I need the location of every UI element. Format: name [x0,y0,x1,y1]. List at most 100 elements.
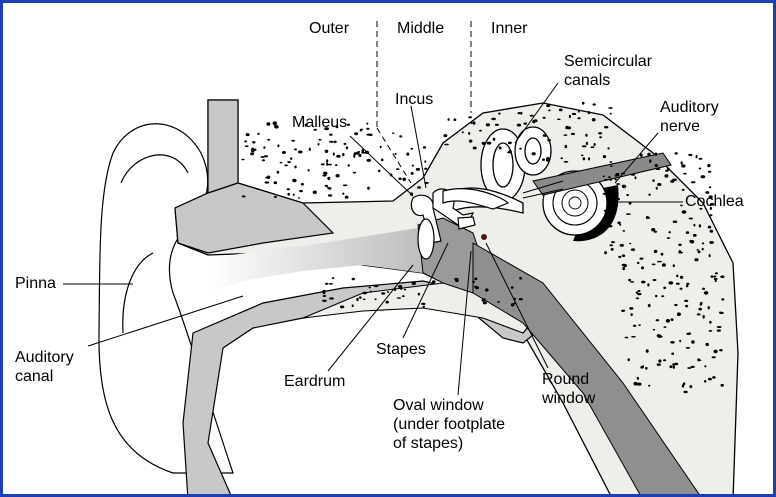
bone-speckle [267,138,271,141]
bone-speckle [645,366,648,370]
bone-speckle [686,284,689,288]
bone-speckle [415,167,420,171]
bone-speckle [389,173,393,177]
bone-speckle [481,141,486,145]
bone-speckle [602,155,607,159]
round-window-dot [481,234,487,240]
bone-speckle [393,287,397,292]
label-round-window: Round window [542,370,595,408]
bone-speckle [713,275,717,278]
bone-speckle [683,390,688,394]
bone-speckle [395,168,400,171]
bone-speckle [670,318,674,321]
bone-speckle [345,146,349,150]
bone-speckle [658,359,662,363]
bone-speckle [327,194,333,197]
bone-speckle [411,164,414,167]
label-malleus: Malleus [292,114,348,131]
bone-speckle [655,319,660,322]
bone-speckle [615,173,620,177]
bone-speckle [284,164,288,167]
bone-speckle [626,213,631,215]
bone-speckle [424,160,427,163]
bone-speckle [705,342,709,347]
bone-speckle [709,214,713,217]
bone-speckle [250,152,255,156]
bone-speckle [614,178,617,181]
bone-speckle [453,118,457,121]
bone-speckle [582,157,586,161]
bone-speckle [298,150,303,154]
bone-speckle [529,114,534,117]
bone-speckle [698,157,703,160]
bone-speckle [517,112,521,115]
auditory-nerve-shape [532,152,672,196]
bone-speckle [604,192,607,196]
label-auditory-canal-line2: canal [15,368,54,385]
bone-speckle [335,125,339,129]
bone-speckle [322,174,327,177]
bone-speckle [329,297,334,300]
bone-speckle [560,157,563,160]
bone-speckle [472,121,476,125]
label-auditory-nerve-line2: nerve [660,118,701,135]
bone-speckle [354,132,359,136]
bone-speckle [621,309,626,312]
bone-speckle [645,349,649,353]
bone-speckle [702,287,705,290]
bone-speckle [609,244,614,247]
bone-speckle [702,314,705,319]
bone-speckle [685,304,689,308]
bone-speckle [708,186,712,189]
bone-speckle [696,249,699,251]
bone-speckle [711,356,716,359]
bone-speckle [403,288,407,291]
bone-speckle [380,158,384,162]
bone-speckle [347,164,350,167]
bone-speckle [603,209,609,212]
bone-speckle [308,147,311,151]
bone-speckle [273,195,277,198]
bone-speckle [313,128,317,131]
bone-speckle [263,155,269,158]
bone-speckle [599,136,602,139]
bone-speckle [342,184,348,187]
bone-speckle [598,132,603,135]
bone-speckle [651,228,656,232]
bone-speckle [563,134,568,137]
bone-speckle [619,223,622,226]
bone-speckle [707,225,712,229]
bone-speckle [273,181,278,185]
bone-speckle [297,197,300,199]
semicircular-canals-shape [447,126,552,214]
bone-speckle [591,118,596,122]
bone-speckle [679,287,683,290]
label-auditory-canal-line1: Auditory [15,349,74,366]
bone-speckle [716,326,722,328]
bone-speckle [710,275,714,278]
bone-speckle [260,156,265,158]
bone-speckle [698,167,702,170]
bone-speckle [709,206,712,211]
bone-speckle [279,161,283,164]
bone-speckle [707,170,712,173]
bone-speckle [690,365,695,368]
bone-speckle [356,297,359,302]
bone-speckle [703,291,709,295]
bone-speckle [632,324,637,327]
bone-speckle [620,172,626,175]
bone-speckle [590,146,595,149]
bone-speckle [666,237,671,239]
bone-speckle [707,163,711,168]
bone-speckle [616,183,621,185]
bone-speckle [697,358,701,362]
bone-speckle [322,171,328,175]
bone-speckle [697,250,701,254]
bone-speckle [655,186,658,190]
bone-speckle [681,188,685,191]
bone-speckle [629,307,634,310]
bone-speckle [707,306,710,310]
bone-speckle [564,144,568,149]
bone-speckle [664,174,669,178]
